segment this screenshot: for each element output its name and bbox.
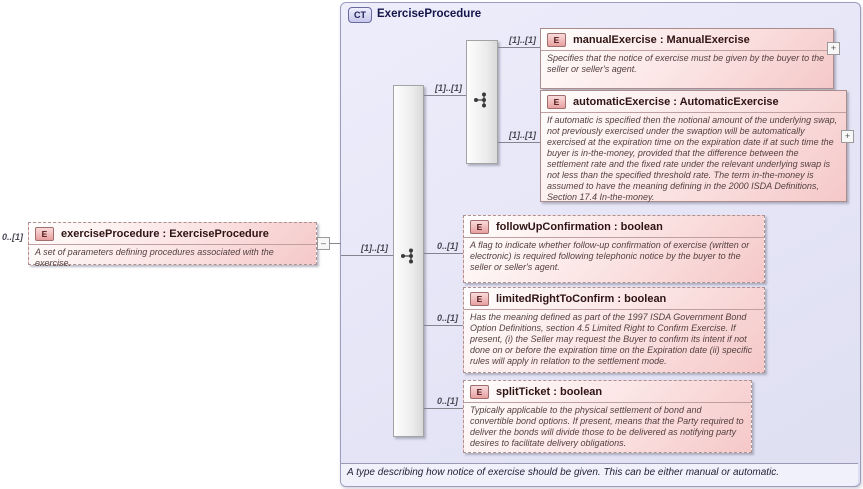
cardinality-label: 0..[1] xyxy=(436,396,458,406)
element-badge: E xyxy=(35,227,54,241)
element-label: manualExercise : ManualExercise xyxy=(573,34,750,46)
choice-compositor-bar[interactable] xyxy=(466,40,498,164)
element-badge: E xyxy=(470,385,489,399)
element-title-row: E exerciseProcedure : ExerciseProcedure xyxy=(29,223,316,245)
element-annotation: Specifies that the notice of exercise mu… xyxy=(547,53,825,74)
cardinality-label: 0..[1] xyxy=(436,313,458,323)
sequence-icon xyxy=(401,248,413,264)
cardinality-label: [1]..[1] xyxy=(435,83,462,93)
element-title-row: E splitTicket : boolean xyxy=(464,381,751,403)
element-annotation: A flag to indicate whether follow-up con… xyxy=(470,240,750,272)
element-title-row: E followUpConfirmation : boolean xyxy=(464,216,764,238)
sequence-compositor-bar[interactable] xyxy=(393,85,424,437)
element-title-row: E manualExercise : ManualExercise xyxy=(541,29,833,51)
element-label: limitedRightToConfirm : boolean xyxy=(496,293,667,305)
element-label: exerciseProcedure : ExerciseProcedure xyxy=(61,228,269,240)
element-box-splitTicket[interactable]: E splitTicket : boolean Typically applic… xyxy=(463,380,752,453)
expand-handle-icon[interactable]: + xyxy=(827,42,840,55)
connector-line xyxy=(422,95,466,96)
complextype-annotation: A type describing how notice of exercise… xyxy=(341,463,858,486)
element-badge: E xyxy=(470,220,489,234)
collapse-handle-icon[interactable]: – xyxy=(317,237,330,250)
element-box-followUpConfirmation[interactable]: E followUpConfirmation : boolean A flag … xyxy=(463,215,765,283)
element-label: followUpConfirmation : boolean xyxy=(496,221,663,233)
cardinality-label: [1]..[1] xyxy=(509,130,536,140)
element-badge: E xyxy=(547,95,566,109)
element-title-row: E limitedRightToConfirm : boolean xyxy=(464,288,764,310)
connector-line xyxy=(341,255,393,256)
element-annotation: Has the meaning defined as part of the 1… xyxy=(470,312,753,366)
connector-line xyxy=(496,47,540,48)
cardinality-label: 0..[1] xyxy=(2,232,24,242)
element-box-limitedRightToConfirm[interactable]: E limitedRightToConfirm : boolean Has th… xyxy=(463,287,765,373)
element-label: splitTicket : boolean xyxy=(496,386,603,398)
connector-line xyxy=(496,142,540,143)
choice-icon xyxy=(474,92,486,108)
cardinality-label: 0..[1] xyxy=(436,241,458,251)
element-badge: E xyxy=(547,33,566,47)
connector-line xyxy=(422,325,463,326)
element-annotation: A set of parameters defining procedures … xyxy=(35,247,274,268)
element-box-manualExercise[interactable]: E manualExercise : ManualExercise Specif… xyxy=(540,28,834,89)
complextype-title: ExerciseProcedure xyxy=(377,8,482,20)
element-label: automaticExercise : AutomaticExercise xyxy=(573,96,779,108)
element-box-automaticExercise[interactable]: E automaticExercise : AutomaticExercise … xyxy=(540,90,847,202)
element-title-row: E automaticExercise : AutomaticExercise xyxy=(541,91,846,113)
connector-line xyxy=(422,253,463,254)
expand-handle-icon[interactable]: + xyxy=(841,130,854,143)
element-badge: E xyxy=(470,292,489,306)
cardinality-label: [1]..[1] xyxy=(361,243,388,253)
element-annotation: If automatic is specified then the notio… xyxy=(547,115,838,202)
element-annotation: Typically applicable to the physical set… xyxy=(470,405,744,448)
complextype-badge: CT xyxy=(348,7,372,23)
cardinality-label: [1]..[1] xyxy=(509,35,536,45)
element-box-exerciseProcedure[interactable]: E exerciseProcedure : ExerciseProcedure … xyxy=(28,222,317,268)
connector-line xyxy=(422,408,463,409)
